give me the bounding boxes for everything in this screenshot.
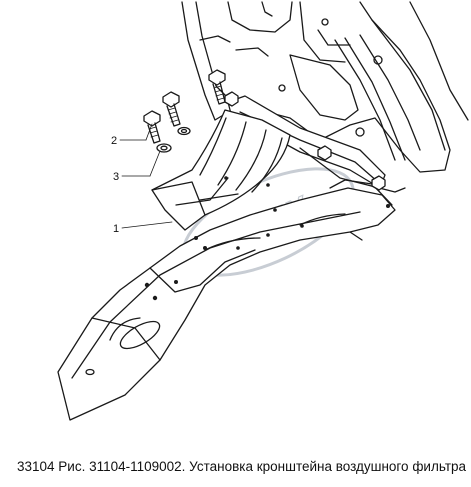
washer-callout-3 [156, 143, 172, 153]
side-member [57, 179, 396, 421]
figure-caption: 33104 Рис. 31104-1109002. Установка крон… [17, 459, 467, 474]
bolt-callout-2 [143, 110, 161, 144]
nut-on-flange [224, 91, 386, 191]
callout-1: 1 [113, 221, 173, 235]
callout-3-number: 3 [113, 171, 119, 183]
mounting-holes [144, 176, 390, 301]
callout-3: 3 [113, 150, 161, 183]
callout-1-number: 1 [113, 223, 119, 235]
washer-middle [177, 126, 191, 136]
callout-2-number: 2 [111, 135, 117, 147]
bracket-part-1 [151, 109, 291, 231]
callout-2: 2 [111, 123, 153, 147]
bolt-middle [162, 91, 181, 127]
body-panel [181, 1, 469, 173]
bolt-top [208, 69, 226, 105]
